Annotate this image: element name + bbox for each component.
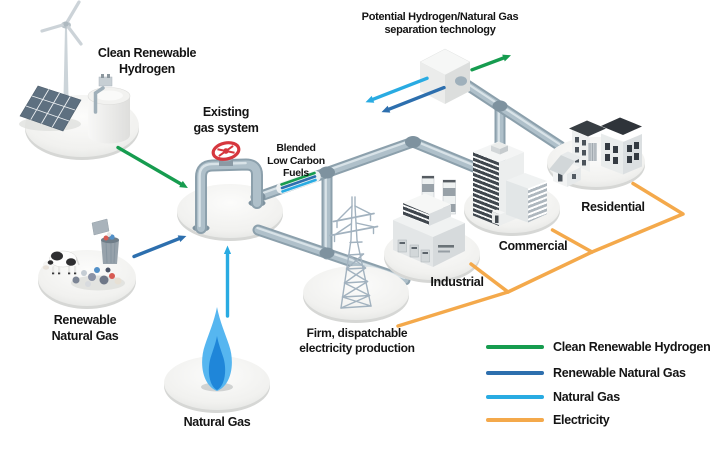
- legend-item-electricity: Electricity: [486, 412, 610, 428]
- solar-panel-icon: [19, 85, 82, 132]
- waste-bin-icon: [91, 218, 119, 264]
- natural-gas-flow-arrow: [223, 245, 232, 318]
- legend-label: Natural Gas: [553, 390, 620, 404]
- cow-icon: [42, 250, 80, 275]
- label-natural-gas: Natural Gas: [183, 415, 251, 429]
- legend-swatch-electricity: [486, 418, 544, 422]
- separation-output-arrows: [365, 54, 511, 113]
- office-building-icon: [473, 141, 547, 226]
- label-blended-low-carbon-fuels: Blended Low Carbon Fuels: [267, 142, 325, 179]
- waste-pile-icon: [71, 267, 125, 291]
- label-residential: Residential: [581, 200, 645, 214]
- legend-label: Electricity: [553, 413, 610, 427]
- legend-item-renewable-natural-gas: Renewable Natural Gas: [486, 365, 686, 381]
- transmission-tower-icon: [329, 196, 379, 309]
- label-clean-renewable-hydrogen: Clean Renewable Hydrogen: [97, 46, 197, 76]
- label-existing-gas-system: Existing gas system: [193, 105, 259, 135]
- blended-fuels-indicator: [276, 170, 321, 194]
- label-commercial: Commercial: [498, 239, 568, 253]
- gas-flame-icon: [201, 307, 233, 392]
- houses-icon: [549, 117, 642, 187]
- legend-label: Renewable Natural Gas: [553, 366, 686, 380]
- legend-swatch-rng: [486, 371, 544, 375]
- legend-item-clean-renewable-hydrogen: Clean Renewable Hydrogen: [486, 339, 711, 355]
- gas-valve-icon: [211, 141, 241, 166]
- label-renewable-natural-gas: Renewable Natural Gas: [51, 313, 119, 343]
- hydrogen-flow-arrow: [116, 145, 188, 188]
- label-electricity-production: Firm, dispatchable electricity productio…: [299, 326, 415, 355]
- electricity-line: [396, 181, 685, 328]
- legend-item-natural-gas: Natural Gas: [486, 389, 620, 405]
- label-industrial: Industrial: [430, 275, 484, 289]
- legend-swatch-natural-gas: [486, 395, 544, 399]
- factory-icon: [393, 175, 465, 267]
- hydrogen-tank-icon: [87, 74, 131, 144]
- legend-swatch-hydrogen: [486, 345, 544, 349]
- legend-label: Clean Renewable Hydrogen: [553, 340, 711, 354]
- wind-turbine-icon: [40, 0, 83, 98]
- rng-flow-arrow: [132, 235, 187, 259]
- label-separation-technology: Potential Hydrogen/Natural Gas separatio…: [361, 11, 519, 36]
